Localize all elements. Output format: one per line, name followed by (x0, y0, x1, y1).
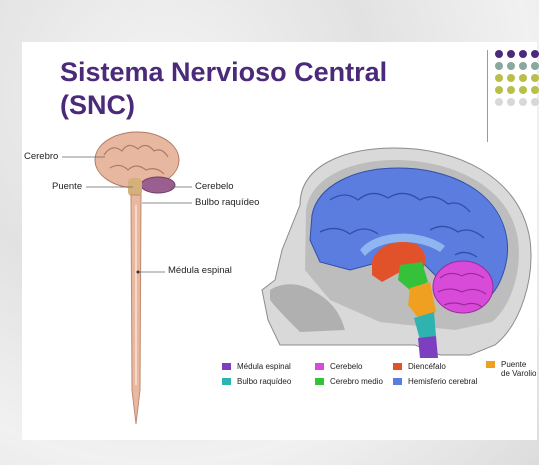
left-cerebellum-shape (141, 177, 175, 193)
label-cerebelo: Cerebelo (195, 181, 234, 192)
legend-item-diencefalo: Diencéfalo (393, 362, 446, 371)
label-bulbo-raquideo: Bulbo raquídeo (195, 197, 259, 208)
legend-item-medula-espinal: Médula espinal (222, 362, 291, 371)
legend-item-puente-de-varolio: Puente de Varolio (486, 360, 536, 378)
legend-swatch (315, 363, 324, 370)
legend-item-cerebelo: Cerebelo (315, 362, 362, 371)
legend-label: Bulbo raquídeo (237, 377, 291, 386)
legend-swatch (393, 378, 402, 385)
legend-swatch (315, 378, 324, 385)
legend-label: Hemisferio cerebral (408, 377, 477, 386)
legend-label: Médula espinal (237, 362, 291, 371)
legend-item-bulbo-raquideo: Bulbo raquídeo (222, 377, 291, 386)
label-puente: Puente (52, 181, 82, 192)
label-medula-espinal: Médula espinal (168, 265, 232, 276)
legend-label: Cerebelo (330, 362, 362, 371)
legend-label: Puente de Varolio (501, 360, 536, 378)
legend-swatch (486, 361, 495, 368)
sagittal-head-illustration (262, 148, 531, 358)
legend-label: Cerebro medio (330, 377, 383, 386)
legend-swatch (222, 363, 231, 370)
medula-leader-dot (137, 271, 140, 274)
legend-item-cerebro-medio: Cerebro medio (315, 377, 383, 386)
legend-swatch (222, 378, 231, 385)
spinal-cord-segment (418, 336, 438, 358)
legend-label: Diencéfalo (408, 362, 446, 371)
legend-item-hemisferio-cerebral: Hemisferio cerebral (393, 377, 477, 386)
legend-swatch (393, 363, 402, 370)
left-cord-highlight (135, 205, 137, 385)
label-cerebro: Cerebro (24, 151, 58, 162)
